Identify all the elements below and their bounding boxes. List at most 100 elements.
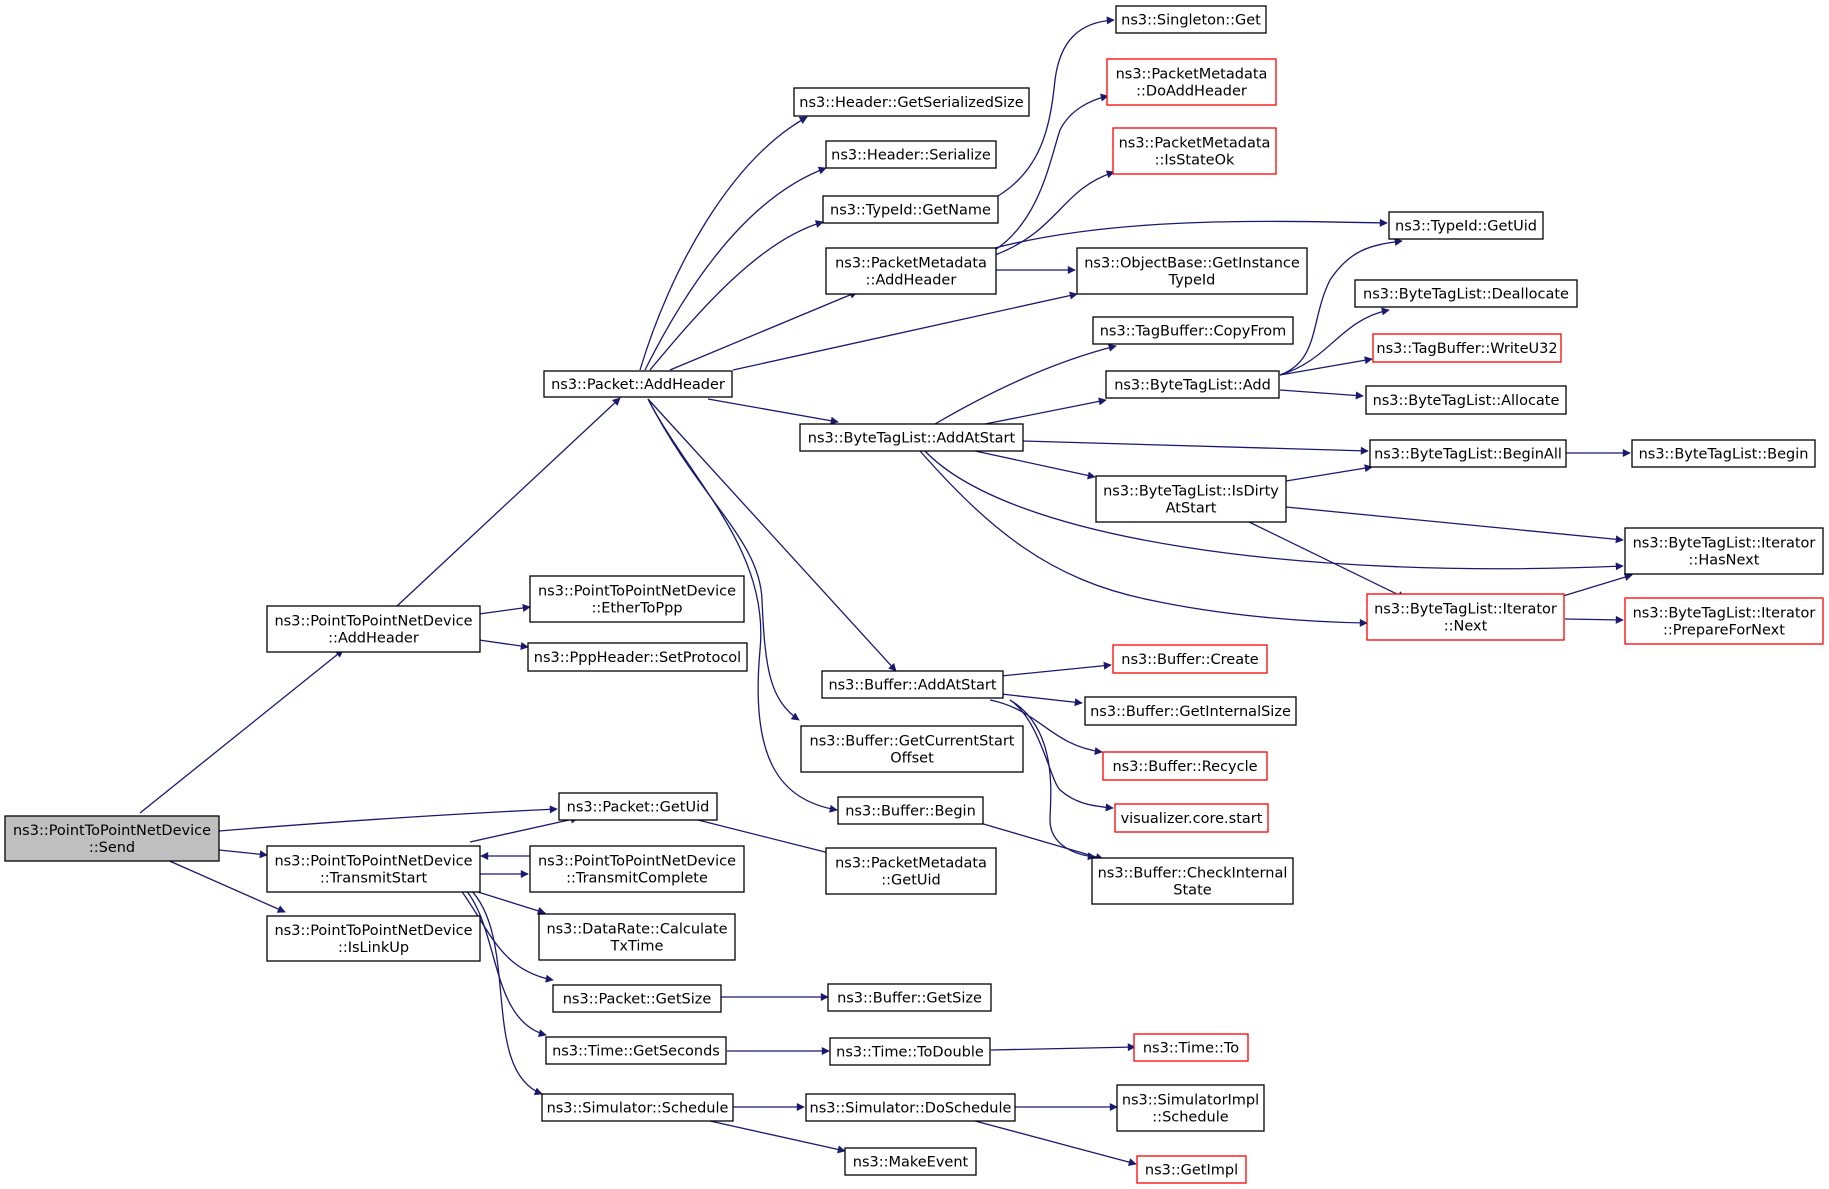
node-send[interactable]: ns3::PointToPointNetDevice::Send (4, 815, 220, 862)
edge-pm-addheader-to-pm-isstateok (994, 170, 1115, 256)
node-label: ns3::Singleton::Get (1121, 13, 1261, 29)
node-p2p-addheader[interactable]: ns3::PointToPointNetDevice::AddHeader (266, 605, 481, 653)
node-label: ns3::Simulator::DoSchedule (810, 1101, 1012, 1117)
node-label: ns3::Buffer::CheckInternal (1098, 866, 1288, 882)
node-buf-create[interactable]: ns3::Buffer::Create (1112, 644, 1268, 674)
node-box (1136, 1155, 1247, 1184)
node-time-todouble[interactable]: ns3::Time::ToDouble (829, 1037, 991, 1066)
node-btl-iter-hasnext[interactable]: ns3::ByteTagList::Iterator::HasNext (1624, 527, 1824, 575)
node-box (266, 845, 481, 893)
node-time-getseconds[interactable]: ns3::Time::GetSeconds (545, 1036, 727, 1065)
node-label: ::HasNext (1689, 553, 1760, 569)
node-label: ns3::ByteTagList::AddAtStart (808, 431, 1016, 447)
node-buf-getinternalsize[interactable]: ns3::Buffer::GetInternalSize (1084, 696, 1297, 726)
edges (139, 16, 1633, 1167)
node-time-to[interactable]: ns3::Time::To (1133, 1033, 1249, 1062)
node-pm-doaddheader[interactable]: ns3::PacketMetadata::DoAddHeader (1106, 58, 1277, 106)
node-box (1106, 58, 1277, 106)
node-sim-doschedule[interactable]: ns3::Simulator::DoSchedule (805, 1093, 1016, 1122)
node-btl-allocate[interactable]: ns3::ByteTagList::Allocate (1365, 385, 1567, 415)
node-label: ns3::Header::GetSerializedSize (799, 95, 1024, 111)
edge-btl-add-to-typeid-getuid (1279, 237, 1403, 376)
node-box (800, 725, 1024, 773)
edge-packet-addheader-to-typeid-getname (649, 220, 824, 371)
node-label: AtStart (1166, 501, 1217, 517)
node-islinkup[interactable]: ns3::PointToPointNetDevice::IsLinkUp (266, 915, 481, 962)
node-btl-beginall[interactable]: ns3::ByteTagList::BeginAll (1369, 439, 1567, 468)
node-hdr-getserializedsize[interactable]: ns3::Header::GetSerializedSize (793, 87, 1030, 117)
node-buf-recycle[interactable]: ns3::Buffer::Recycle (1102, 751, 1268, 781)
edge-btl-addatstart-to-tagbuffer-copyfrom (934, 343, 1117, 425)
node-btl-begin[interactable]: ns3::ByteTagList::Begin (1631, 439, 1816, 468)
node-label: ns3::Buffer::GetInternalSize (1090, 704, 1291, 720)
node-transmitcomplete[interactable]: ns3::PointToPointNetDevice::TransmitComp… (529, 845, 745, 893)
node-tagbuffer-copyfrom[interactable]: ns3::TagBuffer::CopyFrom (1092, 316, 1294, 345)
node-label: ::GetUid (881, 873, 940, 889)
node-label: ns3::TagBuffer::CopyFrom (1100, 324, 1287, 340)
node-pm-getuid[interactable]: ns3::PacketMetadata::GetUid (825, 847, 997, 895)
node-sim-schedule[interactable]: ns3::Simulator::Schedule (541, 1093, 734, 1122)
node-btl-deallocate[interactable]: ns3::ByteTagList::Deallocate (1354, 279, 1578, 308)
edge-packet-addheader-to-pm-addheader (669, 291, 858, 371)
node-singleton-get[interactable]: ns3::Singleton::Get (1115, 5, 1267, 34)
node-label: ns3::PacketMetadata (835, 856, 987, 872)
node-box (1369, 439, 1567, 468)
node-box (825, 847, 997, 895)
edge-packet-addheader-to-hdr-getserializedsize (639, 116, 808, 371)
node-label: ns3::Time::To (1143, 1041, 1239, 1057)
node-makeevent[interactable]: ns3::MakeEvent (844, 1147, 977, 1176)
node-tagbuffer-writeu32[interactable]: ns3::TagBuffer::WriteU32 (1372, 333, 1562, 363)
edge-buf-addatstart-to-buf-checkinternalstate (1009, 699, 1096, 861)
edge-btl-iter-next-to-btl-iter-hasnext (1562, 573, 1633, 597)
node-box (1114, 803, 1269, 833)
node-hdr-serialize[interactable]: ns3::Header::Serialize (825, 140, 997, 169)
node-transmitstart[interactable]: ns3::PointToPointNetDevice::TransmitStar… (266, 845, 481, 893)
node-visualizer-start[interactable]: visualizer.core.start (1114, 803, 1269, 833)
node-simimpl-schedule[interactable]: ns3::SimulatorImpl::Schedule (1116, 1084, 1265, 1132)
node-box (825, 140, 997, 169)
node-setprotocol[interactable]: ns3::PppHeader::SetProtocol (527, 642, 748, 672)
node-pm-addheader[interactable]: ns3::PacketMetadata::AddHeader (825, 247, 997, 295)
node-label: visualizer.core.start (1121, 811, 1263, 827)
node-box (827, 983, 992, 1012)
node-ethertoppp[interactable]: ns3::PointToPointNetDevice::EtherToPpp (529, 575, 745, 623)
node-label: ns3::PacketMetadata (1116, 67, 1268, 83)
edge-send-to-islinkup (164, 858, 286, 913)
node-btl-addatstart[interactable]: ns3::ByteTagList::AddAtStart (799, 423, 1024, 452)
node-box (805, 1093, 1016, 1122)
edge-send-to-packet-getuid (218, 805, 558, 832)
node-typeid-getname[interactable]: ns3::TypeId::GetName (822, 195, 999, 224)
nodes: ns3::PointToPointNetDevice::Sendns3::Poi… (4, 5, 1824, 1184)
node-label: ns3::ByteTagList::Allocate (1373, 393, 1560, 409)
node-label: ns3::Packet::GetUid (567, 800, 710, 816)
node-packet-getuid[interactable]: ns3::Packet::GetUid (558, 792, 718, 821)
node-label: ns3::Buffer::Recycle (1112, 759, 1257, 775)
node-box (1112, 127, 1277, 175)
node-buf-begin[interactable]: ns3::Buffer::Begin (837, 796, 984, 825)
edge-sim-schedule-to-makeevent (709, 1120, 846, 1154)
node-btl-add[interactable]: ns3::ByteTagList::Add (1105, 370, 1280, 399)
node-getimpl[interactable]: ns3::GetImpl (1136, 1155, 1247, 1184)
node-label: ns3::Packet::AddHeader (551, 377, 725, 393)
node-pm-isstateok[interactable]: ns3::PacketMetadata::IsStateOk (1112, 127, 1277, 175)
node-label: ns3::PacketMetadata (1119, 136, 1271, 152)
node-packet-addheader[interactable]: ns3::Packet::AddHeader (543, 370, 733, 398)
node-label: ns3::PointToPointNetDevice (274, 923, 472, 939)
node-packet-getsize[interactable]: ns3::Packet::GetSize (552, 984, 722, 1013)
node-box (793, 87, 1030, 117)
node-box (552, 984, 722, 1013)
node-btl-iter-next[interactable]: ns3::ByteTagList::Iterator::Next (1366, 593, 1565, 641)
edge-transmitstart-to-sim-schedule (469, 888, 543, 1096)
node-btl-iter-preparefornext[interactable]: ns3::ByteTagList::Iterator::PrepareForNe… (1624, 597, 1824, 645)
node-buf-addatstart[interactable]: ns3::Buffer::AddAtStart (821, 670, 1004, 699)
node-box (1102, 751, 1268, 781)
node-box (1116, 1084, 1265, 1132)
node-buf-getsize[interactable]: ns3::Buffer::GetSize (827, 983, 992, 1012)
node-typeid-getuid[interactable]: ns3::TypeId::GetUid (1388, 211, 1544, 240)
